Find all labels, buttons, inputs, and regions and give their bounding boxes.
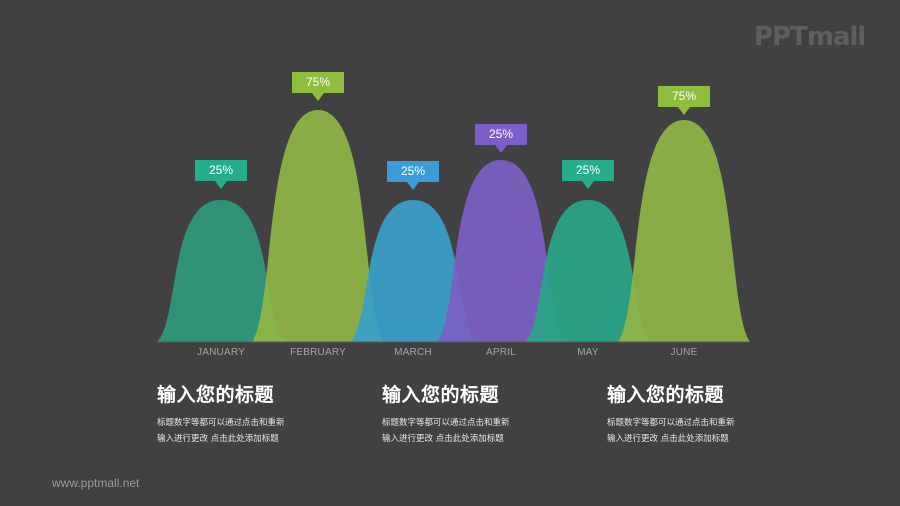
block-title: 输入您的标题 bbox=[157, 384, 275, 406]
block-line: 输入进行更改 点击此处添加标题 bbox=[382, 434, 504, 444]
block-title: 输入您的标题 bbox=[382, 384, 500, 406]
value-tag: 25% bbox=[195, 160, 247, 189]
footer-url: www.pptmall.net bbox=[52, 476, 140, 490]
block-line: 输入进行更改 点击此处添加标题 bbox=[607, 434, 729, 444]
block-body: 标题数字等都可以通过点击和重新 输入进行更改 点击此处添加标题 bbox=[157, 415, 357, 447]
value-tag: 25% bbox=[475, 124, 527, 153]
block-line: 输入进行更改 点击此处添加标题 bbox=[157, 434, 279, 444]
bell-peak-april bbox=[437, 160, 565, 342]
x-axis-label: APRIL bbox=[486, 347, 516, 358]
x-axis-label: MARCH bbox=[394, 347, 432, 358]
block-title: 输入您的标题 bbox=[607, 384, 725, 406]
text-block-3: 输入您的标题 标题数字等都可以通过点击和重新 输入进行更改 点击此处添加标题 bbox=[607, 380, 807, 447]
value-tag: 75% bbox=[658, 86, 710, 115]
text-block-1: 输入您的标题 标题数字等都可以通过点击和重新 输入进行更改 点击此处添加标题 bbox=[157, 380, 357, 447]
value-tag: 75% bbox=[292, 72, 344, 101]
block-body: 标题数字等都可以通过点击和重新 输入进行更改 点击此处添加标题 bbox=[382, 415, 582, 447]
block-line: 标题数字等都可以通过点击和重新 bbox=[382, 418, 510, 428]
block-body: 标题数字等都可以通过点击和重新 输入进行更改 点击此处添加标题 bbox=[607, 415, 807, 447]
value-tag: 25% bbox=[562, 160, 614, 189]
block-line: 标题数字等都可以通过点击和重新 bbox=[607, 418, 735, 428]
pptmall-logo: PPTmall bbox=[754, 22, 866, 52]
block-line: 标题数字等都可以通过点击和重新 bbox=[157, 418, 285, 428]
bell-peak-may bbox=[525, 200, 651, 342]
x-axis-label: JUNE bbox=[670, 347, 698, 358]
value-tag: 25% bbox=[387, 161, 439, 190]
bell-peak-june bbox=[618, 120, 750, 342]
x-axis-label: FEBRUARY bbox=[290, 347, 346, 358]
x-axis-label: MAY bbox=[577, 347, 599, 358]
bell-peak-february bbox=[252, 110, 384, 342]
bell-peak-january bbox=[157, 200, 285, 342]
x-axis-label: JANUARY bbox=[197, 347, 245, 358]
text-block-2: 输入您的标题 标题数字等都可以通过点击和重新 输入进行更改 点击此处添加标题 bbox=[382, 380, 582, 447]
bell-peak-march bbox=[350, 200, 476, 342]
